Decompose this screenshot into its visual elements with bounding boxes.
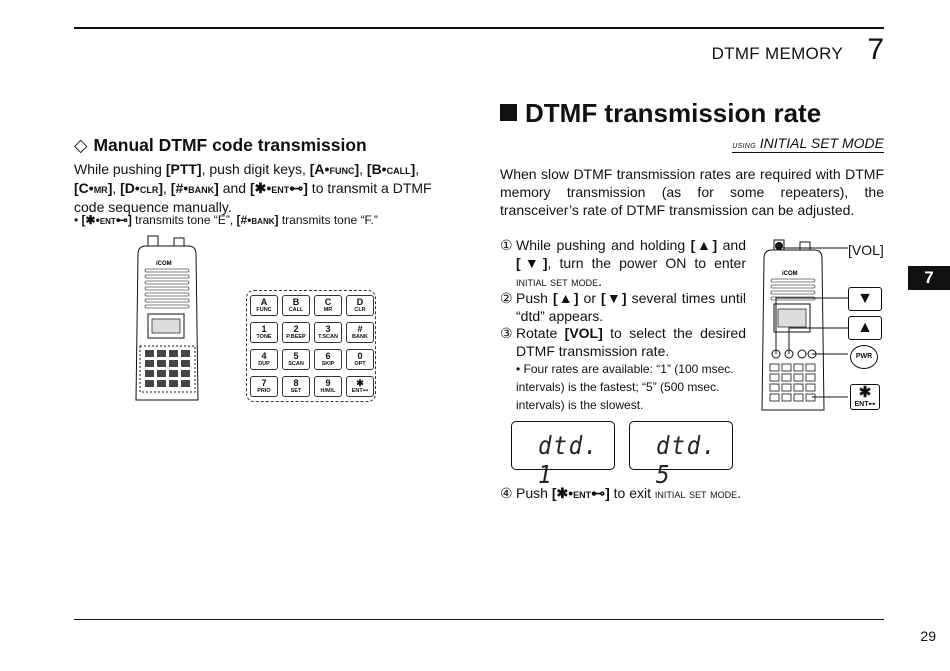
vol-callout: [VOL] <box>848 242 884 258</box>
using-initial-set-mode: using INITIAL SET MODE <box>732 135 884 153</box>
up-key-icon: ▲ <box>848 316 882 340</box>
page-number: 29 <box>920 628 936 644</box>
down-key-icon: ▼ <box>848 287 882 311</box>
radio-illustration-right: iCOM <box>761 239 848 411</box>
footer-rule <box>74 619 884 620</box>
manual-dtmf-heading: ◇Manual DTMF code transmission <box>74 135 367 155</box>
intro-paragraph: When slow DTMF transmission rates are re… <box>500 166 884 218</box>
radio-illustration-left: iCOM <box>135 235 199 401</box>
svg-text:iCOM: iCOM <box>156 261 172 267</box>
header-rule <box>74 27 884 29</box>
lcd-display-5: dtd. 5 <box>629 421 733 489</box>
step-3-note: • Four rates are available: “1” (100 mse… <box>516 362 734 412</box>
keypad-key: #BANK <box>346 322 374 343</box>
chapter-number: 7 <box>867 33 884 66</box>
manual-dtmf-note: • [✱•ent⊷] transmits tone “E”, [#•bank] … <box>74 213 378 227</box>
chapter-tab: 7 <box>908 266 950 290</box>
manual-dtmf-body: While pushing [PTT], push digit keys, [A… <box>74 161 432 215</box>
dtmf-rate-heading: DTMF transmission rate <box>500 98 821 129</box>
keypad-key: ✱ENT⊷ <box>346 376 374 397</box>
svg-text:iCOM: iCOM <box>782 271 798 277</box>
diamond-icon: ◇ <box>74 135 88 155</box>
power-key-icon: PWR <box>850 345 878 369</box>
square-bullet-icon <box>500 104 517 121</box>
lcd-display-1: dtd. 1 <box>511 421 615 489</box>
star-ent-key-icon: ✱ENT⊷ <box>850 384 880 410</box>
section-title: DTMF MEMORY <box>711 44 843 63</box>
